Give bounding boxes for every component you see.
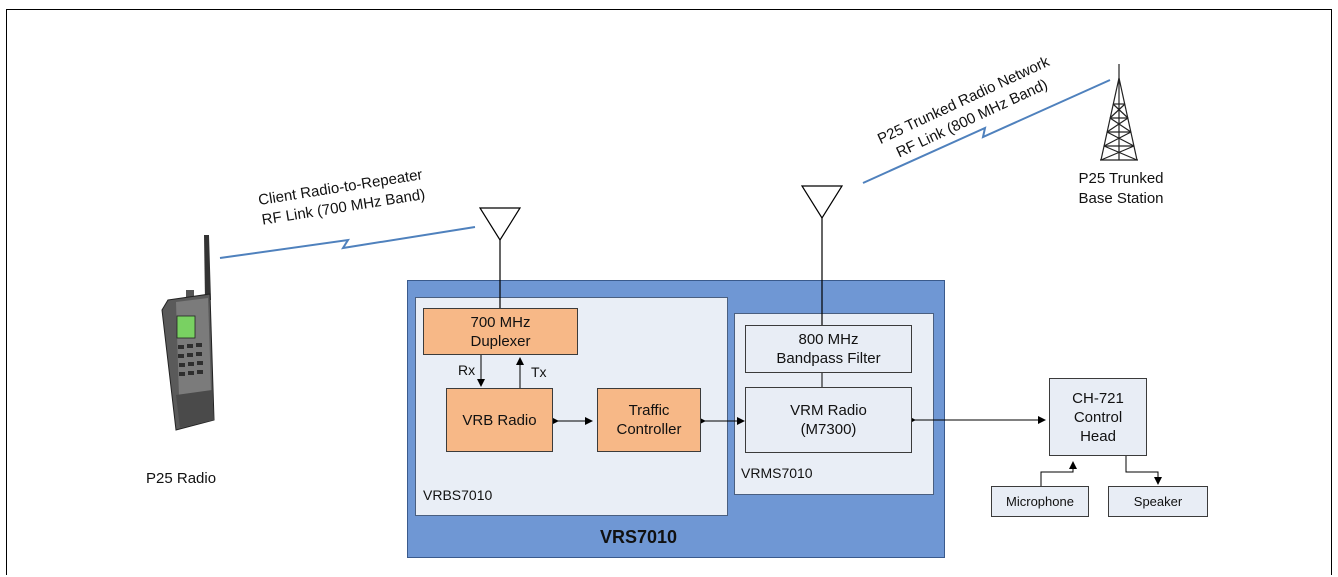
base-station-line2: Base Station [1078,190,1164,207]
handheld-radio-icon [161,235,215,431]
bandpass-label-2: Bandpass Filter [776,350,881,367]
traffic-label-2: Controller [616,421,682,438]
vrm-radio-block: VRM Radio (M7300) [745,387,912,453]
tx-label: Tx [531,364,547,380]
client-rf-link [219,226,476,259]
rx-label: Rx [458,362,476,378]
tower-icon [1100,64,1138,161]
base-station-label: P25 Trunked Base Station [1066,169,1176,209]
vrm-label-1: VRM Radio [790,402,867,419]
traffic-label-1: Traffic [628,402,670,419]
traffic-controller-block: Traffic Controller [597,388,701,452]
antenna-800-icon [800,185,844,325]
p25-radio-label: P25 Radio [146,470,217,487]
microphone-block: Microphone [991,486,1089,517]
control-head-block: CH-721 Control Head [1049,378,1147,456]
bandpass-filter-block: 800 MHz Bandpass Filter [745,325,912,373]
vrs7010-label: VRS7010 [600,527,678,547]
duplexer-block: 700 MHz Duplexer [423,308,578,355]
p25-rf-link [862,79,1111,184]
control-label-2: Control [1073,408,1123,426]
duplexer-label-2: Duplexer [470,332,531,350]
vrb-radio-label: VRB Radio [462,411,537,429]
antenna-700-icon [478,207,522,308]
diagram-frame [6,9,1332,575]
duplexer-label-1: 700 MHz [470,313,531,331]
vrm-label-2: (M7300) [800,421,857,438]
vrb-radio-block: VRB Radio [446,388,553,452]
vrbs7010-label: VRBS7010 [423,487,493,503]
vrms7010-label: VRMS7010 [741,465,813,481]
speaker-label: Speaker [1133,494,1183,509]
bandpass-label-1: 800 MHz [798,331,859,348]
control-label-3: Head [1080,427,1116,445]
control-label-1: CH-721 [1072,389,1124,407]
speaker-block: Speaker [1108,486,1208,517]
microphone-label: Microphone [1006,494,1074,509]
base-station-line1: P25 Trunked [1078,170,1164,187]
